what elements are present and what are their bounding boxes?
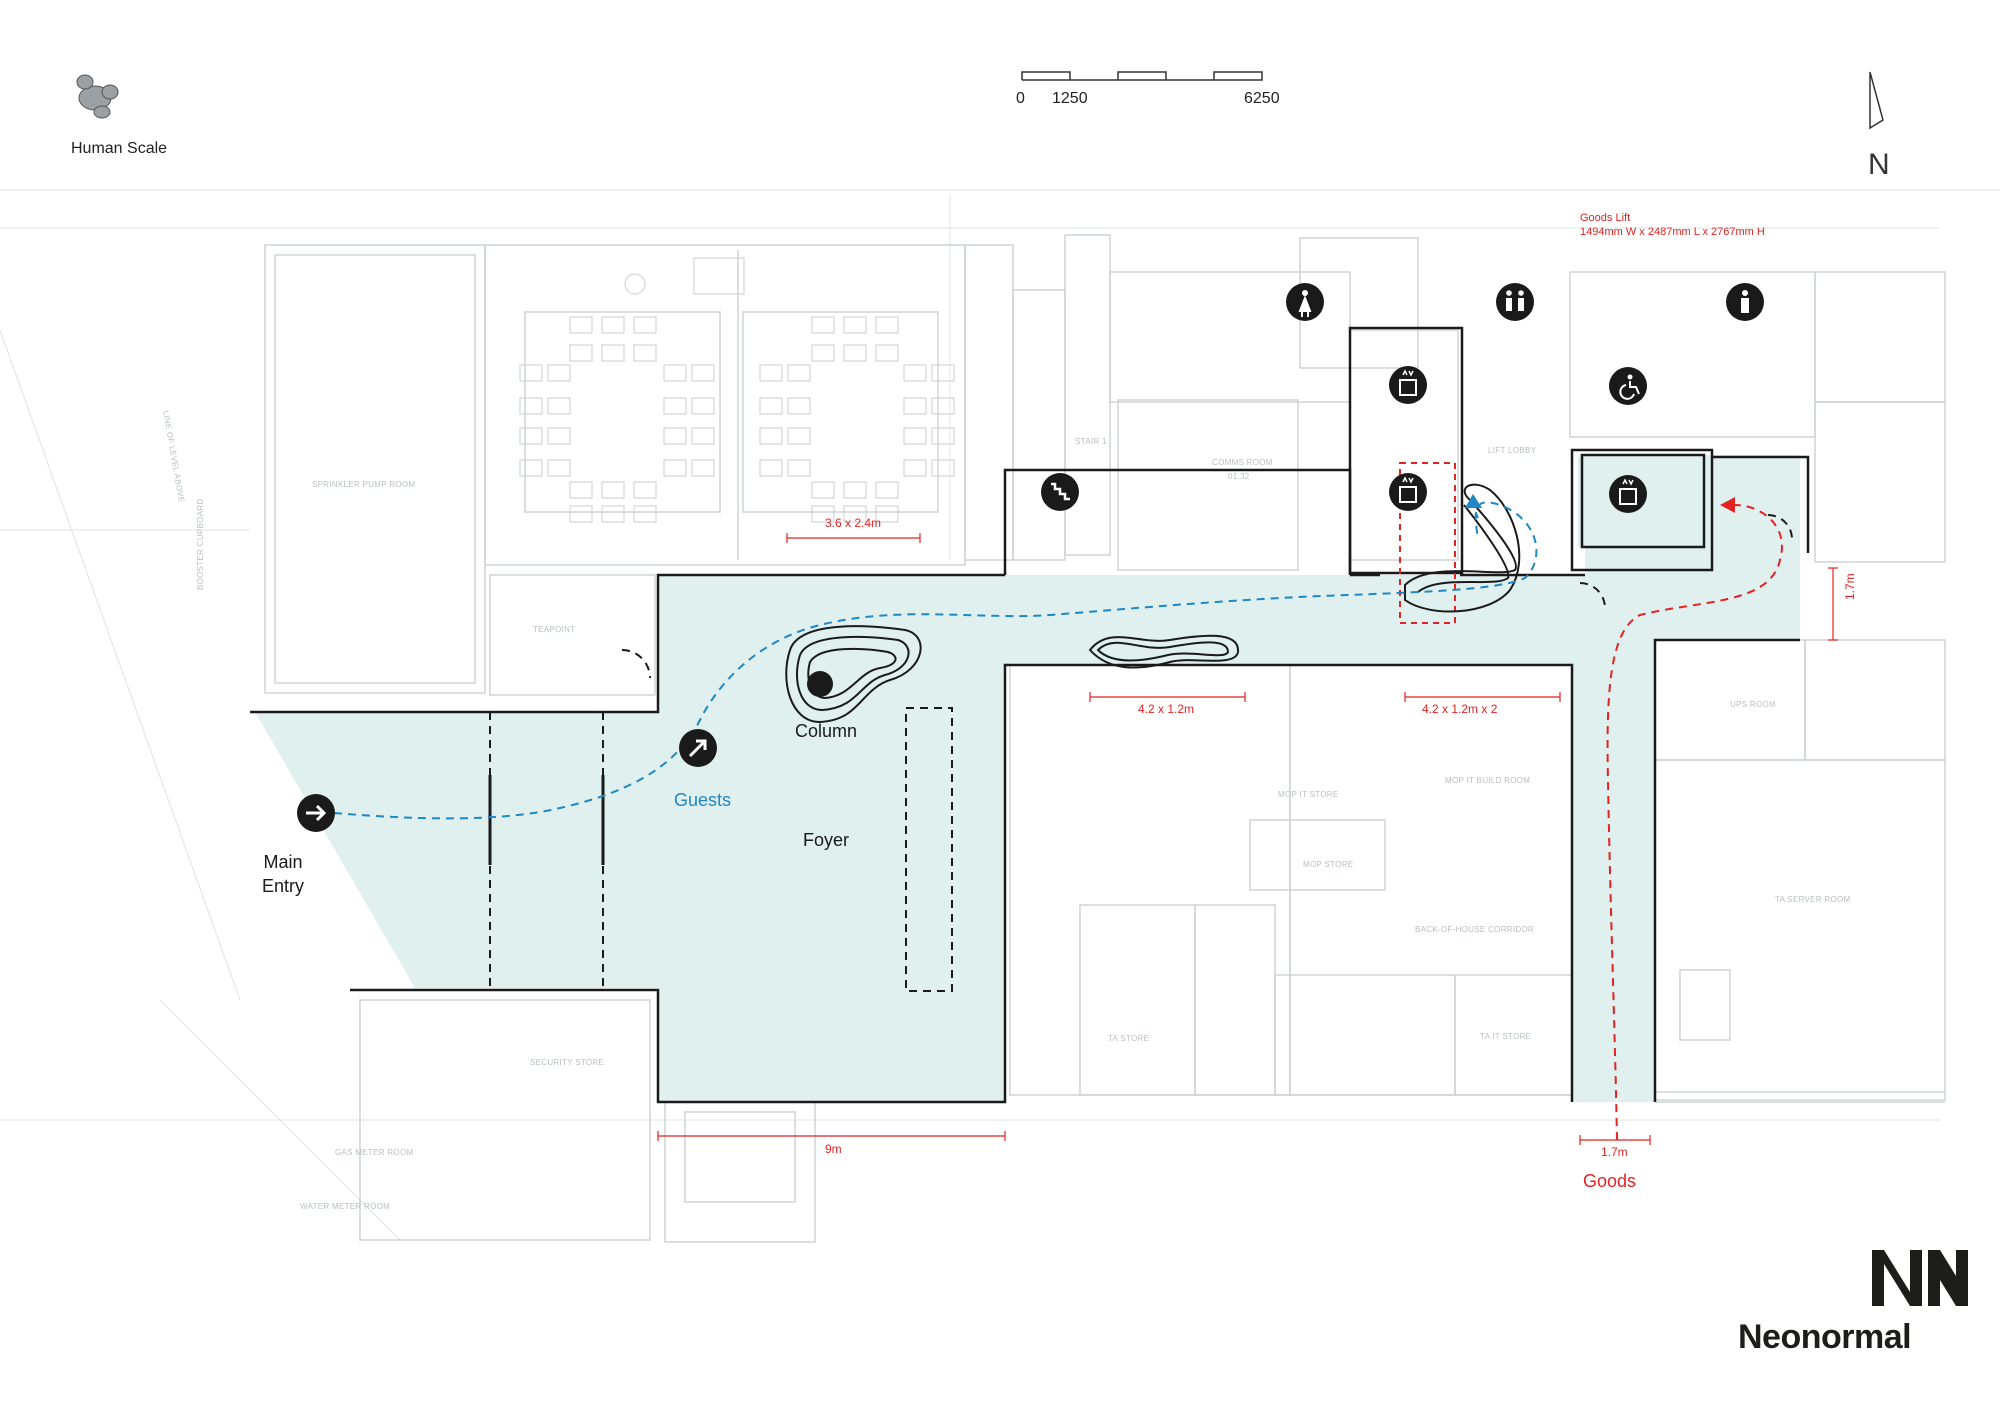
scale-bar (1021, 71, 1263, 81)
male-toilet-icon (1726, 283, 1764, 321)
table-dim-label-a: 4.2 x 1.2m (1138, 702, 1195, 716)
lift-icon (1609, 475, 1647, 513)
north-label: N (1868, 148, 1890, 181)
goods-path-arrowhead (1720, 497, 1735, 513)
female-toilet-icon (1286, 283, 1324, 321)
icons (297, 283, 1764, 832)
guests-label: Guests (674, 790, 732, 810)
unisex-toilet-icon (1496, 283, 1534, 321)
brand-logo (1872, 1250, 1968, 1306)
room-ta-server: TA SERVER ROOM (1775, 895, 1851, 904)
goods-path (1606, 504, 1783, 1141)
goods-lift-label: Goods Lift 1494mm W x 2487mm L x 2767mm … (1580, 211, 1765, 239)
room-water-meter: WATER METER ROOM (300, 1202, 391, 1211)
goods-label: Goods (1583, 1171, 1637, 1191)
room-booster: BOOSTER CUPBOARD (196, 498, 205, 590)
room-comms: COMMS ROOM (1212, 458, 1273, 467)
scale-tick-1250: 1250 (1052, 90, 1088, 107)
accessible-icon (1609, 367, 1647, 405)
main-entry-label: Main Entry (262, 850, 304, 898)
column-icon (807, 671, 833, 697)
room-ta-store: TA STORE (1108, 1034, 1150, 1043)
room-lift-lobby: LIFT LOBBY (1488, 446, 1537, 455)
room-mop-store-2: MOP STORE (1303, 860, 1354, 869)
foyer-label: Foyer (803, 830, 850, 850)
corridor-dim-label: 1.7m (1843, 573, 1857, 600)
table-dim-label-b: 4.2 x 1.2m x 2 (1422, 702, 1498, 716)
dimension-lines (657, 533, 1838, 1145)
north-arrow (1869, 71, 1884, 130)
lift-icon (1389, 366, 1427, 404)
dashed-openings (489, 514, 1793, 992)
meeting-chairs (519, 257, 955, 523)
arrow-icon (679, 729, 717, 767)
lift-icon (1389, 473, 1427, 511)
room-teapoint: TEAPOINT (533, 625, 576, 634)
circulation-zone (255, 455, 1800, 1102)
main-entry-line1: Main (263, 852, 303, 872)
room-mop-store: MOP IT STORE (1278, 790, 1339, 799)
stairs-icon (1041, 473, 1079, 511)
human-scale-icon (76, 74, 119, 119)
brand-name: Neonormal (1738, 1318, 1912, 1356)
scale-tick-6250: 6250 (1244, 90, 1280, 107)
room-sprinkler: SPRINKLER PUMP ROOM (312, 480, 416, 489)
goods-width-label: 1.7m (1601, 1145, 1628, 1159)
column-contours (785, 483, 1521, 724)
meeting-dim-label: 3.6 x 2.4m (825, 516, 882, 530)
room-mop-build: MOP IT BUILD ROOM (1445, 776, 1531, 785)
goods-lift-title: Goods Lift (1580, 212, 1631, 224)
guests-path-arrowhead (1465, 494, 1482, 508)
lift-clearance-zone (1399, 462, 1456, 624)
entry-doors (488, 775, 605, 865)
main-entry-line2: Entry (262, 876, 305, 896)
goods-lift-dims: 1494mm W x 2487mm L x 2767mm H (1580, 226, 1765, 238)
room-comms-no: 01.32 (1228, 472, 1250, 481)
column-label: Column (795, 721, 858, 741)
human-scale-label: Human Scale (71, 140, 168, 157)
foyer-width-label: 9m (825, 1142, 842, 1156)
room-ups: UPS ROOM (1730, 700, 1776, 709)
room-stair: STAIR 1 (1075, 437, 1107, 446)
main-walls (250, 326, 1810, 1104)
room-gas-meter: GAS METER ROOM (335, 1148, 414, 1157)
room-ta-it-store: TA IT STORE (1480, 1032, 1532, 1041)
room-security: SECURITY STORE (530, 1058, 605, 1067)
arrow-icon (297, 794, 335, 832)
room-boh-corridor: BACK-OF-HOUSE CORRIDOR (1415, 925, 1535, 934)
scale-tick-0: 0 (1016, 90, 1025, 107)
